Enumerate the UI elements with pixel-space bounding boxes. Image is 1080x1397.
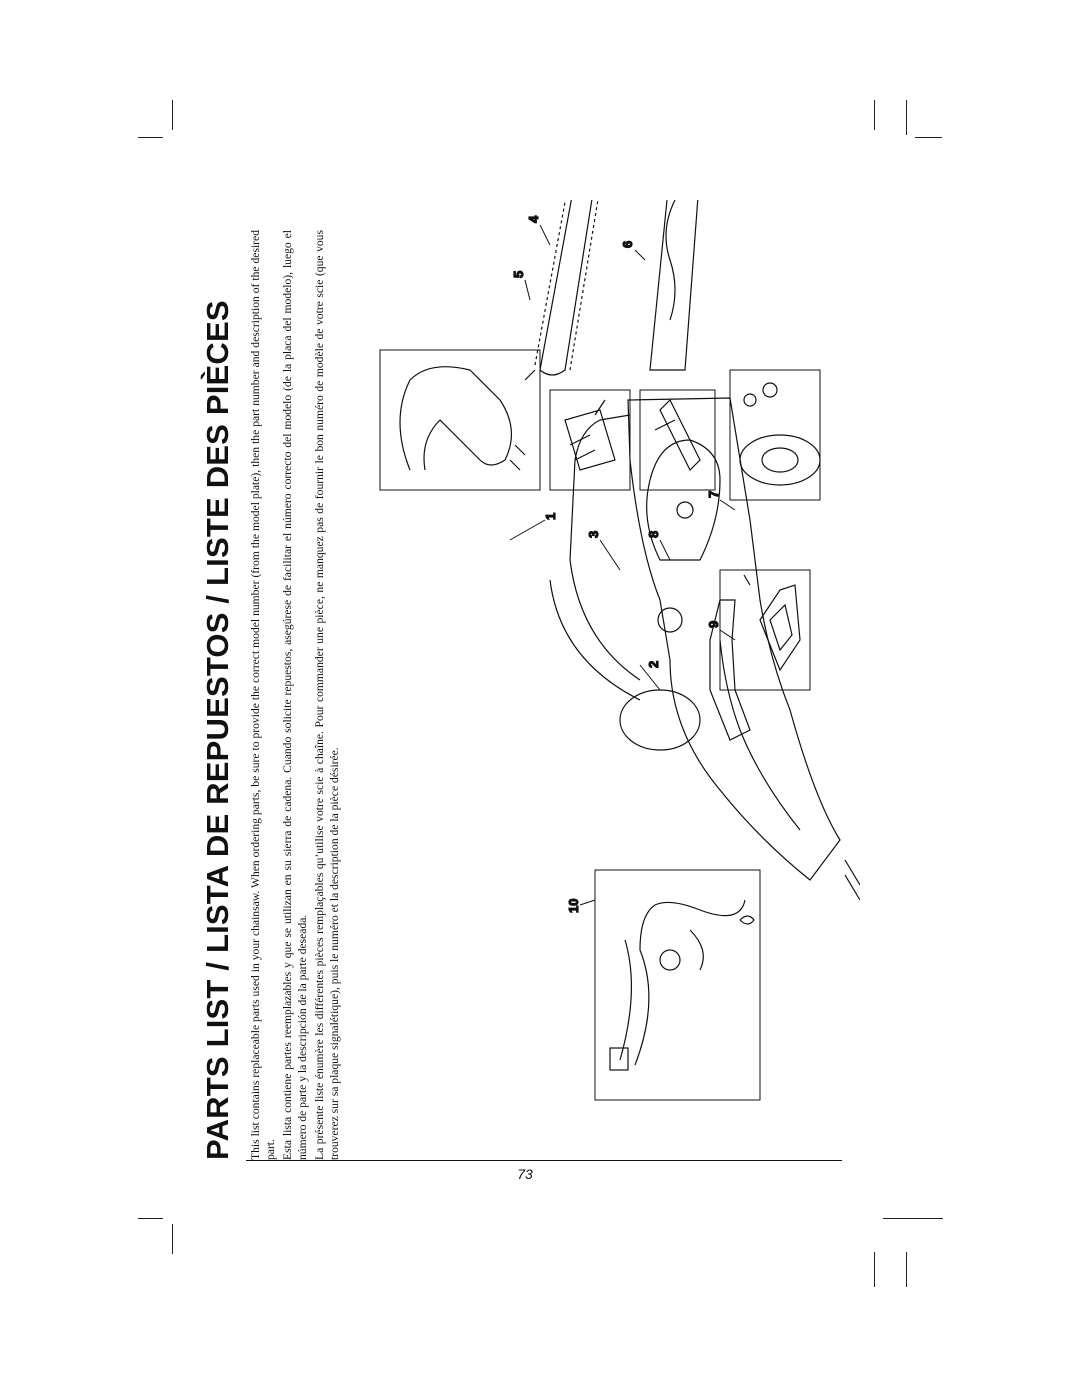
chainsaw-body-illustration: [549, 397, 860, 901]
intro-spanish: Esta lista contiene partes reemplazables…: [281, 230, 309, 1160]
parts-diagram: 1 2 3 4 5 6 8 7 9 10: [379, 200, 860, 1101]
crop-mark: [906, 100, 907, 135]
callout-9: 9: [706, 621, 721, 628]
callout-8: 8: [646, 531, 661, 538]
crop-mark: [874, 100, 875, 130]
hand-guard-illustration: [379, 349, 541, 491]
callout-4: 4: [526, 215, 541, 223]
page-title: PARTS LIST / LISTA DE REPUESTOS / LISTE …: [200, 300, 235, 1160]
rotated-page-content: PARTS LIST / LISTA DE REPUESTOS / LISTE …: [200, 200, 860, 1160]
crop-mark: [172, 100, 173, 130]
crop-mark: [138, 137, 163, 138]
callout-1: 1: [543, 513, 558, 520]
callout-leaders: [509, 224, 736, 906]
power-cord-illustration: [594, 869, 761, 1101]
callout-6: 6: [620, 241, 635, 248]
callout-5: 5: [511, 271, 526, 278]
bar-scabbard-illustration: [649, 200, 701, 371]
crop-mark: [172, 1224, 173, 1254]
part-3-illustration: [549, 389, 631, 491]
intro-french: La présente liste énumère les différente…: [313, 230, 341, 1160]
crop-mark: [874, 1252, 875, 1287]
callout-7: 7: [706, 491, 721, 498]
callout-3: 3: [586, 531, 601, 538]
part-8-illustration: [639, 389, 716, 491]
callout-2: 2: [646, 661, 661, 668]
crop-mark: [138, 1218, 163, 1219]
crop-mark: [906, 1252, 907, 1287]
footer-rule: [246, 1160, 842, 1161]
crop-mark: [915, 137, 942, 138]
part-7-illustration: [729, 369, 821, 501]
page-number: 73: [517, 1166, 533, 1182]
intro-english: This list contains replaceable parts use…: [249, 230, 277, 1160]
guide-bar-and-chain-illustration: [534, 200, 603, 376]
crop-mark: [883, 1218, 943, 1219]
callout-10: 10: [566, 899, 581, 913]
